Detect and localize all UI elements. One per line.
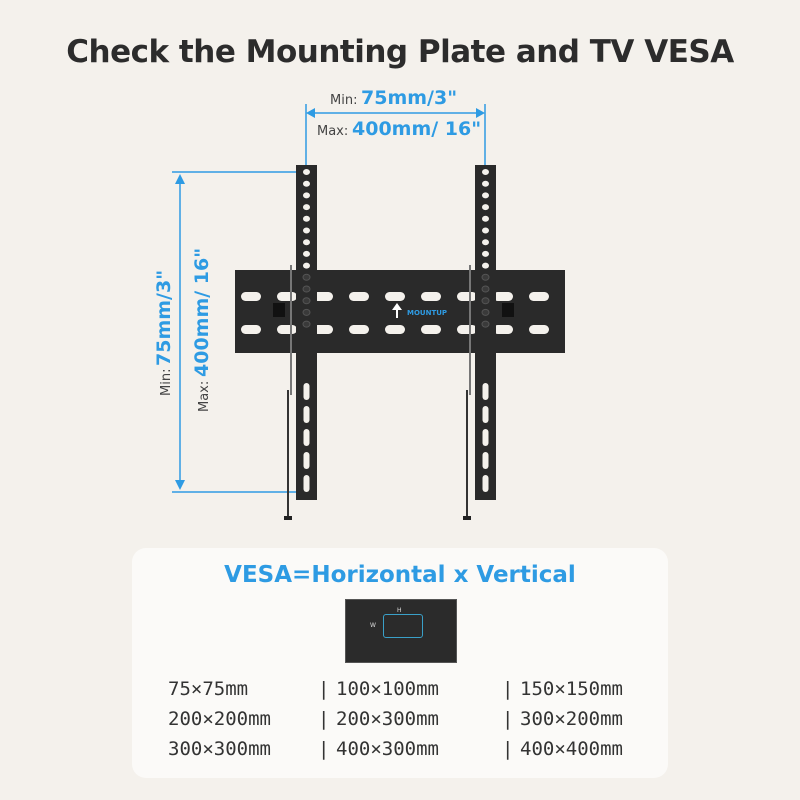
vesa-row: 300×300mm | 400×300mm | 400×400mm bbox=[168, 734, 623, 764]
plate-slot bbox=[529, 325, 549, 334]
plate-slot bbox=[241, 292, 261, 301]
vertical-arm bbox=[475, 165, 496, 500]
plate-slot bbox=[421, 325, 441, 334]
plate-slot bbox=[529, 292, 549, 301]
plate-slot bbox=[493, 325, 513, 334]
plate-slot bbox=[349, 325, 369, 334]
plate-slot bbox=[565, 292, 585, 301]
plate-slot bbox=[277, 292, 297, 301]
horizontal-dimension: Min: 75mm/3" Max: 400mm/ 16" bbox=[305, 87, 486, 175]
wall-plate: MOUNTUP bbox=[235, 270, 585, 353]
separator: | bbox=[502, 678, 514, 700]
plate-slot bbox=[457, 325, 477, 334]
plate-slot bbox=[313, 292, 333, 301]
vesa-size: 75×75mm bbox=[168, 678, 249, 700]
h-max-label: Max: bbox=[317, 124, 348, 139]
vesa-size-list: 75×75mm|100×100mm|150×150mm 200×200mm|20… bbox=[168, 674, 623, 764]
h-min-label: Min: bbox=[330, 93, 357, 108]
vesa-pattern-icon bbox=[383, 614, 423, 638]
tv-bracket-arms bbox=[284, 165, 496, 520]
v-max-value: 400mm/ 16" bbox=[191, 248, 213, 377]
vesa-size: 400×400mm bbox=[520, 738, 623, 760]
vesa-row: 75×75mm | 100×100mm | 150×150mm bbox=[168, 674, 623, 704]
plate-slot bbox=[349, 292, 369, 301]
plate-slot bbox=[457, 292, 477, 301]
plate-slot bbox=[385, 325, 405, 334]
vesa-size: 300×200mm bbox=[520, 708, 623, 730]
plate-slot bbox=[313, 325, 333, 334]
v-max-label: Max: bbox=[197, 381, 212, 412]
v-min-value: 75mm/3" bbox=[153, 270, 175, 366]
arrow-up-icon bbox=[392, 303, 402, 318]
vesa-size: 400×300mm bbox=[336, 738, 439, 760]
tv-w-label: W bbox=[370, 622, 376, 629]
plate-slot bbox=[277, 325, 297, 334]
h-max-value: 400mm/ 16" bbox=[352, 118, 481, 140]
mount-diagram: Min: 75mm/3" Max: 400mm/ 16" Min: 75mm/3… bbox=[153, 87, 585, 520]
vertical-arm bbox=[296, 165, 317, 500]
plate-slot bbox=[493, 292, 513, 301]
separator: | bbox=[502, 738, 514, 760]
tv-back-illustration: H W bbox=[345, 599, 457, 663]
separator: | bbox=[502, 708, 514, 730]
vesa-size: 300×300mm bbox=[168, 738, 271, 760]
h-min-value: 75mm/3" bbox=[361, 87, 457, 109]
vesa-card: VESA=Horizontal x Vertical H W 75×75mm | 1… bbox=[132, 548, 668, 778]
tv-h-label: H bbox=[397, 607, 402, 614]
separator: | bbox=[318, 738, 330, 760]
plate-slot bbox=[385, 292, 405, 301]
vesa-size: 200×300mm bbox=[336, 708, 439, 730]
vesa-size: 200×200mm bbox=[168, 708, 271, 730]
vesa-size: 100×100mm bbox=[336, 678, 439, 700]
brand-logo: MOUNTUP bbox=[407, 309, 447, 317]
plate-slot bbox=[565, 325, 585, 334]
vertical-dimension: Min: 75mm/3" Max: 400mm/ 16" bbox=[153, 171, 306, 493]
separator: | bbox=[318, 708, 330, 730]
plate-slot bbox=[241, 325, 261, 334]
plate-slot bbox=[421, 292, 441, 301]
vesa-row: 200×200mm | 200×300mm | 300×200mm bbox=[168, 704, 623, 734]
separator: | bbox=[318, 678, 330, 700]
vesa-card-title: VESA=Horizontal x Vertical bbox=[224, 562, 576, 588]
vesa-size: 150×150mm bbox=[520, 678, 623, 700]
page-title: Check the Mounting Plate and TV VESA bbox=[66, 34, 734, 70]
v-min-label: Min: bbox=[159, 369, 174, 396]
